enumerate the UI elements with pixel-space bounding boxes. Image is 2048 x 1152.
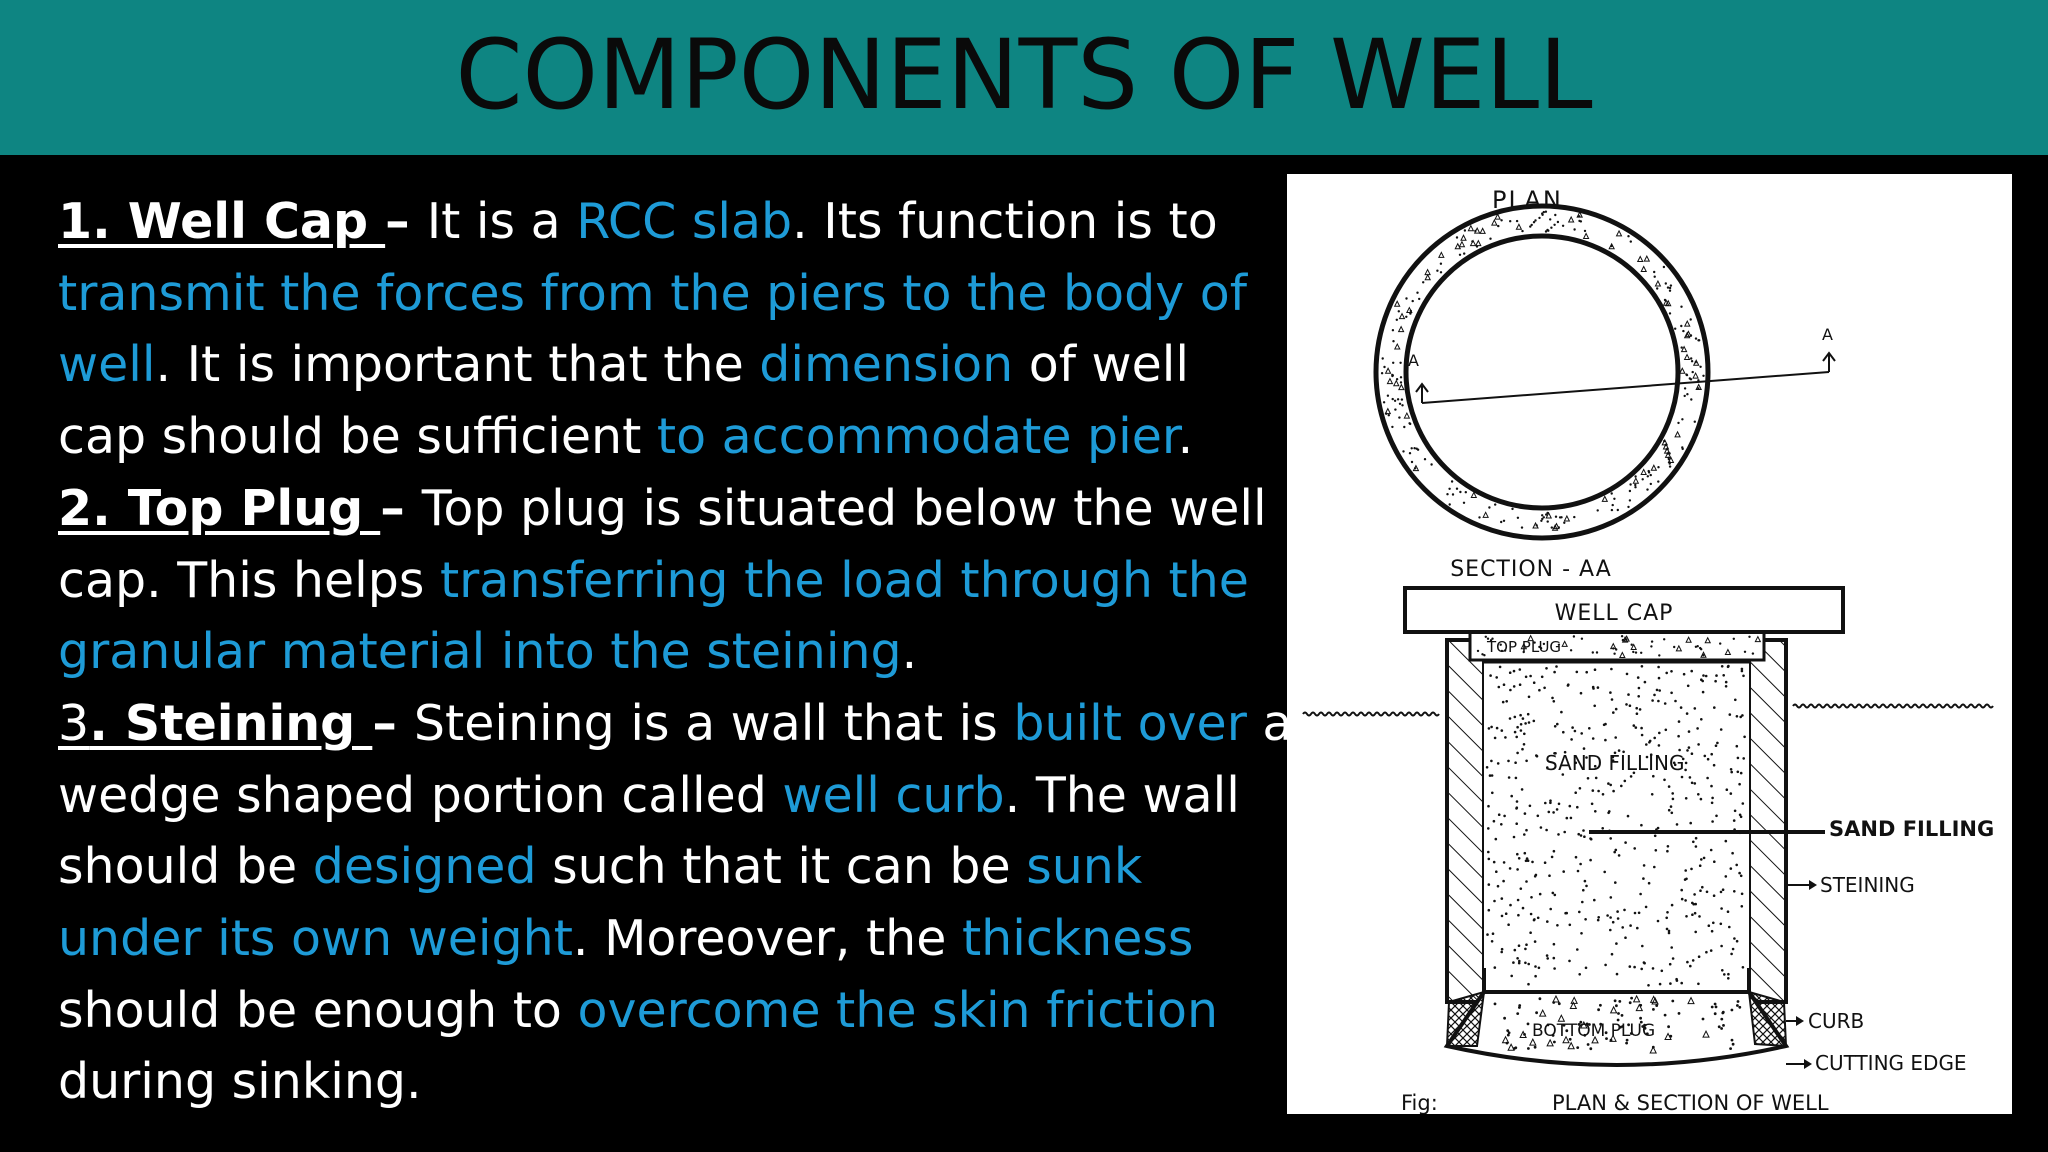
body-text-run: . Moreover, the [572, 910, 962, 968]
highlight-text: transmit the forces from the piers to th… [58, 264, 1248, 322]
body-text-run: . It is important that the [155, 336, 760, 394]
section-heading: 2. Top Plug [58, 479, 381, 537]
cutting-edge-label: CUTTING EDGE [1815, 1051, 1967, 1075]
section-heading: 1. Well Cap [58, 193, 386, 250]
title-bar: COMPONENTS OF WELL [0, 0, 2048, 155]
highlight-text: designed [312, 838, 537, 896]
sand-filling-region [1484, 660, 1749, 987]
highlight-text: granular material into the steining [58, 623, 902, 681]
body-text-run: cap. This helps [58, 551, 440, 609]
body-text-run: during sinking. [58, 1053, 422, 1111]
body-text-run: of well [1013, 336, 1189, 394]
body-text-run: It is a [426, 193, 577, 250]
body-text-run: . The wall [1004, 766, 1240, 824]
dash-separator: – [380, 479, 422, 537]
body-text-run: Steining is a wall that is [413, 694, 1014, 752]
highlight-text: built over [1013, 694, 1247, 752]
highlight-text: overcome the skin friction [577, 981, 1219, 1039]
body-text: 1. Well Cap – It is a RCC slab. Its func… [58, 186, 1292, 1118]
text-line: 2. Top Plug – Top plug is situated below… [58, 473, 1267, 545]
body-text-run: such that it can be [536, 838, 1027, 896]
section-aa-label: SECTION - AA [1450, 557, 1612, 582]
text-line: 1. Well Cap – It is a RCC slab. Its func… [58, 186, 1258, 258]
text-line: should be enough to overcome the skin fr… [58, 975, 1258, 1047]
highlight-text: under its own weight [58, 910, 573, 968]
well-diagram-svg: PLAN A A SECTION - AA [1302, 186, 1994, 1114]
highlight-text: dimension [759, 336, 1014, 394]
text-line: granular material into the steining. [58, 616, 1258, 688]
text-line: well. It is important that the dimension… [58, 329, 1258, 401]
highlight-text: transferring the load through the [439, 551, 1249, 609]
highlight-text: well [58, 336, 156, 394]
top-plug-label: TOP PLUG [1486, 638, 1561, 656]
text-line: cap should be sufficient to accommodate … [58, 401, 1258, 473]
figure-caption: PLAN & SECTION OF WELL [1552, 1091, 1829, 1114]
body-text-run: a [1246, 694, 1293, 752]
text-line: transmit the forces from the piers to th… [58, 258, 1258, 330]
bottom-plug: BOTTOM PLUG [1443, 990, 1790, 1067]
top-plug: TOP PLUG [1468, 630, 1766, 662]
steining-walls [1445, 638, 1788, 1004]
highlight-text: thickness [961, 910, 1194, 968]
ring-aggregate [1380, 210, 1705, 531]
section-heading: . Steining [89, 694, 373, 752]
highlight-text: sunk [1026, 838, 1143, 896]
highlight-text: RCC slab [576, 193, 793, 250]
curb-label: CURB [1808, 1009, 1864, 1033]
text-line: wedge shaped portion called well curb. T… [58, 760, 1258, 832]
section-marker-left: A [1408, 351, 1419, 370]
body-text-run: should be enough to [58, 981, 578, 1039]
body-text-run: Top plug is situated below the well [421, 479, 1267, 537]
bottom-plug-label: BOTTOM PLUG [1532, 1021, 1655, 1041]
text-line: 3. Steining – Steining is a wall that is… [58, 688, 1292, 760]
figure-number-label: Fig: [1401, 1091, 1438, 1114]
text-line: cap. This helps transferring the load th… [58, 545, 1258, 617]
text-line: should be designed such that it can be s… [58, 831, 1258, 903]
paragraph-2: 2. Top Plug – Top plug is situated below… [58, 473, 1267, 688]
body-text-run: cap should be sufficient [58, 408, 657, 466]
page-title: COMPONENTS OF WELL [455, 19, 1593, 131]
well-cap-label: WELL CAP [1555, 601, 1674, 626]
highlight-text: well curb [782, 766, 1005, 824]
sand-filling-inner-label: SAND FILLING [1545, 751, 1685, 775]
plan-ring [1373, 203, 1711, 541]
body-text-run: . [901, 623, 918, 681]
well-cap: WELL CAP [1403, 586, 1845, 634]
sand-filling-label: SAND FILLING [1829, 817, 1994, 841]
steining-label: STEINING [1820, 873, 1915, 897]
text-line: during sinking. [58, 1046, 1258, 1118]
section-marker-right: A [1822, 325, 1833, 344]
callouts: SAND FILLING STEINING CURB CUTTING EDGE [1589, 817, 1994, 1075]
body-text-run: . Its function is to [792, 193, 1218, 250]
text-line: under its own weight. Moreover, the thic… [58, 903, 1258, 975]
ground-line [1302, 703, 1994, 717]
body-text-run: . [1177, 408, 1194, 466]
section-line: A A [1408, 325, 1836, 404]
dash-separator: – [385, 193, 427, 250]
dash-separator: – [372, 694, 414, 752]
section-number: 3 [58, 694, 90, 752]
body-text-run: should be [58, 838, 313, 896]
paragraph-3: 3. Steining – Steining is a wall that is… [58, 688, 1292, 1118]
paragraph-1: 1. Well Cap – It is a RCC slab. Its func… [58, 186, 1258, 473]
well-diagram: PLAN A A SECTION - AA [1287, 174, 2012, 1114]
highlight-text: to accommodate pier [656, 408, 1178, 466]
body-text-run: wedge shaped portion called [58, 766, 783, 824]
